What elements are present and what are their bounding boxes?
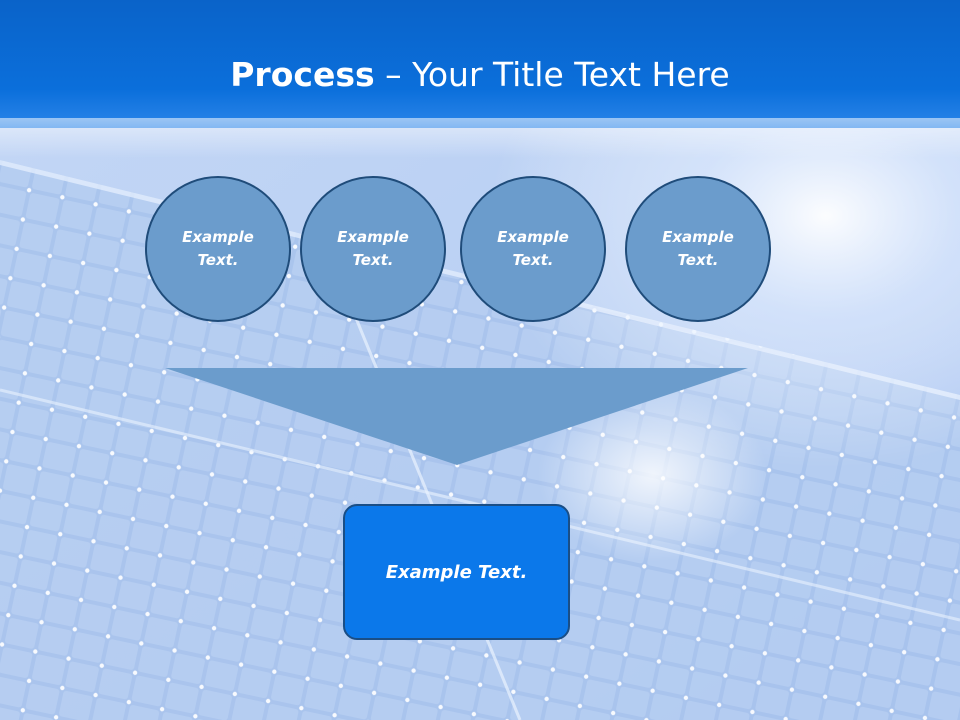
title-bold-text: Process (230, 55, 375, 94)
circle-label: Example Text. (337, 228, 409, 269)
circle-label: Example Text. (182, 228, 254, 269)
process-step-circle-2: Example Text. (300, 176, 446, 322)
circle-label: Example Text. (497, 228, 569, 269)
title-banner (0, 0, 960, 128)
process-step-circle-4: Example Text. (625, 176, 771, 322)
slide-title: Process – Your Title Text Here (0, 52, 960, 98)
circle-label: Example Text. (662, 228, 734, 269)
result-box-label: Example Text. (385, 561, 528, 583)
banner-glow (0, 118, 960, 158)
process-step-circle-3: Example Text. (460, 176, 606, 322)
title-regular-text: – Your Title Text Here (374, 55, 730, 94)
funnel-arrow (165, 368, 748, 465)
funnel-triangle (165, 368, 748, 465)
process-step-circle-1: Example Text. (145, 176, 291, 322)
result-box: Example Text. (343, 504, 570, 640)
